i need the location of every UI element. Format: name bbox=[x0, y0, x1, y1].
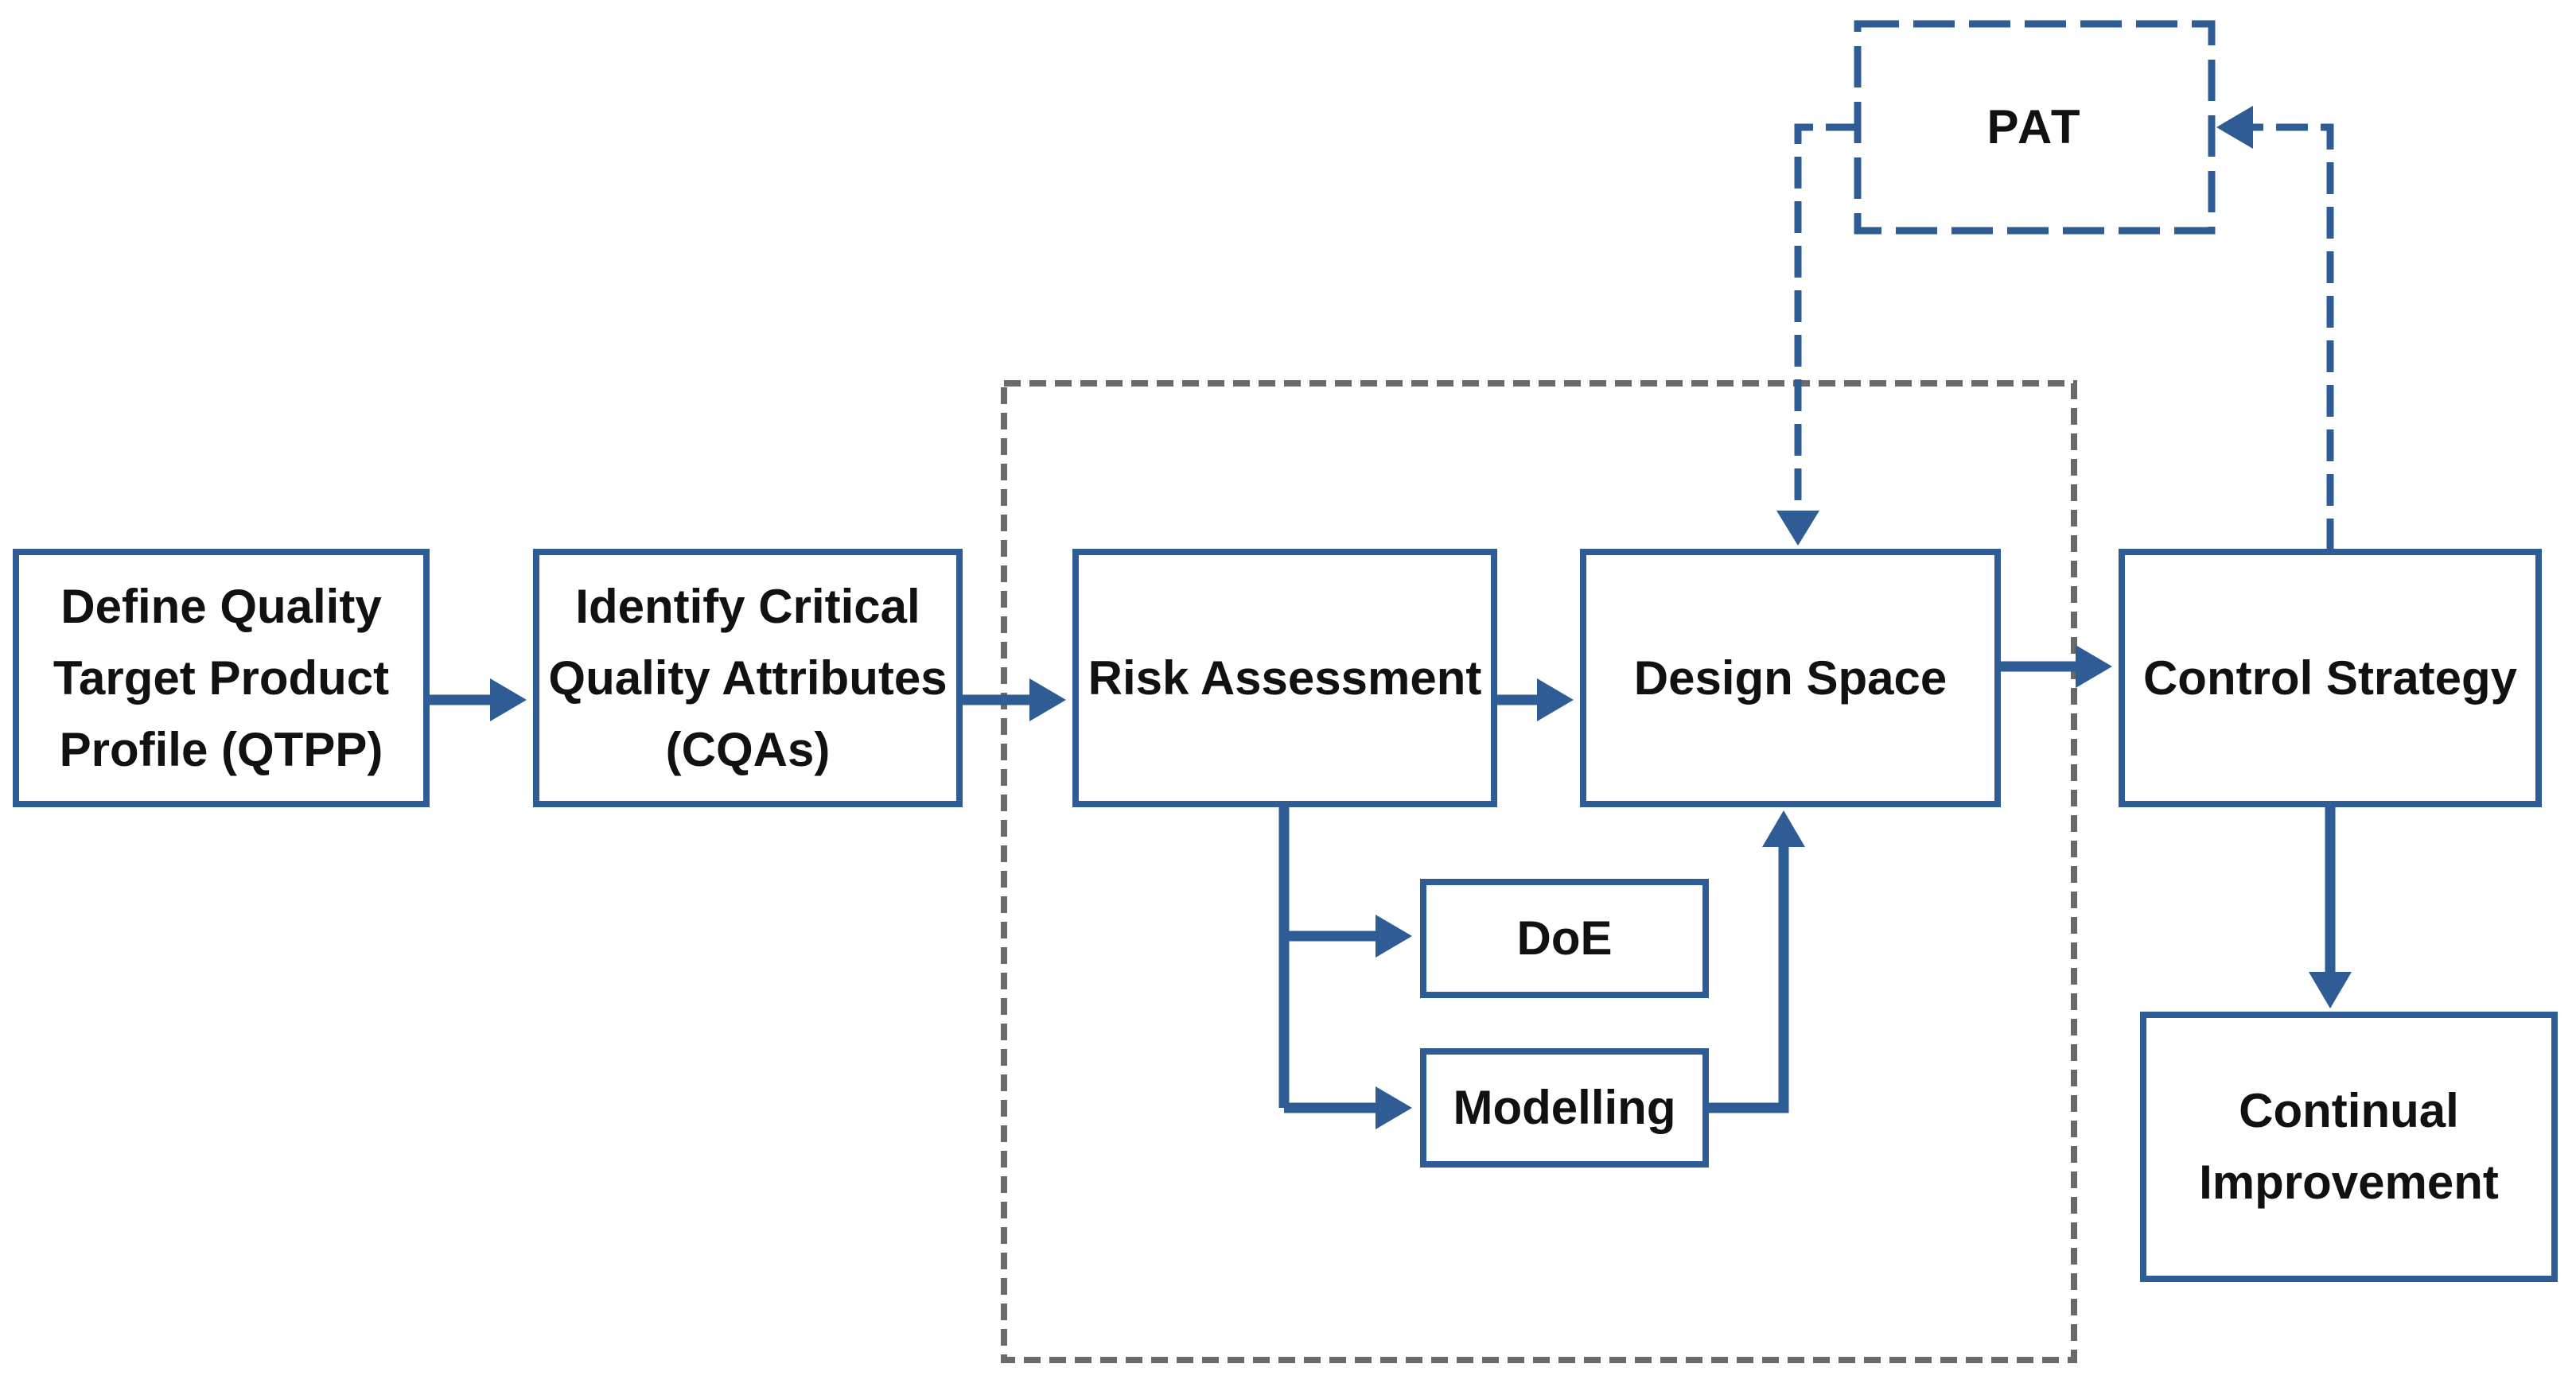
design-space-box: Design Space bbox=[1580, 549, 2001, 807]
doe-label: DoE bbox=[1516, 911, 1613, 965]
arrowhead-icon bbox=[2076, 645, 2112, 688]
modelling-box: Modelling bbox=[1420, 1048, 1709, 1168]
arrowhead-icon bbox=[1776, 511, 1819, 546]
pat-box: PAT bbox=[1858, 24, 2212, 231]
risk-assessment-label: Risk Assessment bbox=[1088, 651, 1482, 705]
shaft bbox=[1794, 123, 1858, 509]
control-strategy-box: Control Strategy bbox=[2119, 549, 2542, 807]
doe-box: DoE bbox=[1420, 879, 1709, 998]
arrowhead-icon bbox=[1537, 678, 1574, 721]
modelling-label: Modelling bbox=[1453, 1081, 1676, 1134]
arrow-design-space-to-control-strategy bbox=[2001, 645, 2112, 688]
arrowhead-icon bbox=[2216, 106, 2253, 149]
continual-improvement-box: Continual Improvement bbox=[2140, 1012, 2558, 1282]
design-space-label: Design Space bbox=[1633, 651, 1948, 705]
shaft bbox=[1709, 846, 1789, 1113]
dashed-arrow-pat-to-design-space bbox=[1776, 123, 1858, 546]
arrow-control-to-continual-improvement bbox=[2309, 806, 2352, 1008]
continual-improvement-label: Continual Improvement bbox=[2199, 1084, 2499, 1209]
arrowhead-icon bbox=[1762, 810, 1805, 847]
arrow-risk-to-design-space bbox=[1497, 678, 1574, 721]
connector-risk-to-doe-and-modelling bbox=[1278, 806, 1412, 1129]
dashed-development-boundary bbox=[1001, 380, 2077, 1363]
arrow-cqas-to-risk-assessment bbox=[963, 678, 1066, 721]
doe-arrowhead-icon bbox=[1376, 915, 1412, 958]
qtpp-box: Define Quality Target Product Profile (Q… bbox=[13, 549, 430, 807]
pat-box-dashed-border bbox=[1854, 20, 2216, 235]
arrow-modelling-to-design-space bbox=[1709, 810, 1805, 1113]
cqas-box: Identify Critical Quality Attributes (CQ… bbox=[533, 549, 963, 807]
dashed-arrow-control-to-pat bbox=[2216, 106, 2334, 550]
control-strategy-label: Control Strategy bbox=[2142, 651, 2518, 705]
pat-label: PAT bbox=[1986, 100, 2083, 153]
arrowhead-icon bbox=[2309, 972, 2352, 1008]
arrowhead-icon bbox=[1029, 678, 1066, 721]
arrowhead-icon bbox=[490, 678, 527, 721]
risk-assessment-box: Risk Assessment bbox=[1072, 549, 1497, 807]
shaft bbox=[2251, 123, 2334, 550]
arrow-qtpp-to-cqas bbox=[430, 678, 527, 721]
modelling-arrowhead-icon bbox=[1376, 1086, 1412, 1129]
qtpp-label: Define Quality Target Product Profile (Q… bbox=[53, 579, 390, 776]
cqas-label: Identify Critical Quality Attributes (CQ… bbox=[548, 579, 948, 776]
